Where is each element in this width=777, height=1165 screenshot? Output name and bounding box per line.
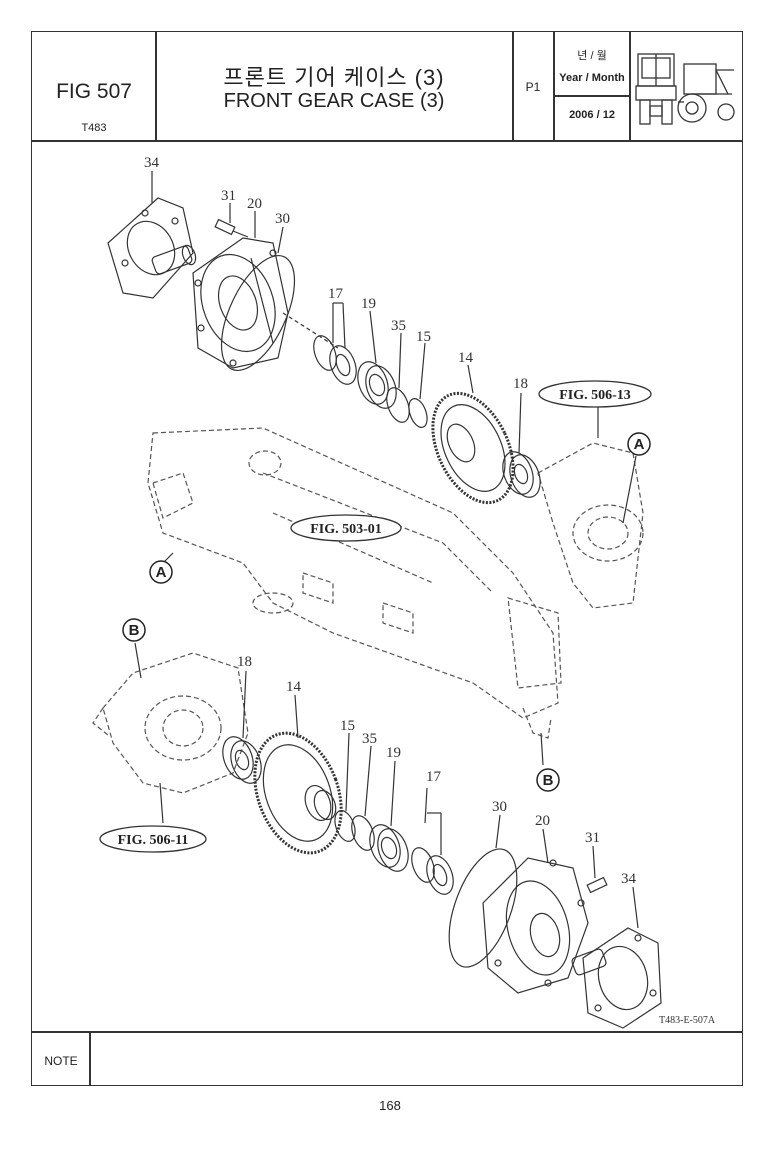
- marker-a: A: [634, 436, 645, 453]
- part-number: 17: [328, 286, 344, 302]
- part-number: 31: [585, 830, 600, 846]
- seal-17-lower: [411, 847, 454, 895]
- part-number: 20: [535, 813, 550, 829]
- part-number: 30: [275, 211, 290, 227]
- note-divider: [89, 1031, 91, 1086]
- part-number: 17: [426, 769, 442, 785]
- part-number: 35: [362, 731, 377, 747]
- page-frame: [31, 31, 743, 1086]
- bolt-31-upper: [214, 218, 249, 238]
- note-label: NOTE: [44, 1054, 78, 1068]
- snapring-15-lower: [334, 810, 356, 842]
- drawing-code: T483-E-507A: [659, 1015, 716, 1026]
- flange-34-lower: [571, 927, 662, 1029]
- part-number: 20: [247, 196, 262, 212]
- part-number: 15: [416, 329, 431, 345]
- marker-b: B: [129, 622, 140, 639]
- oring-30-upper: [220, 254, 296, 372]
- part-number: 19: [361, 296, 376, 312]
- part-number: 18: [237, 654, 252, 670]
- part-number: 34: [144, 155, 160, 171]
- oring-30-lower: [448, 848, 518, 968]
- exploded-diagram: 34 31 20 30 17 19 35 15 14 18 18 14 15 3…: [92, 155, 716, 1029]
- tractor-icon: [635, 53, 735, 125]
- part-number: 34: [621, 871, 637, 887]
- title-english: FRONT GEAR CASE (3): [223, 90, 445, 112]
- header-divider: [155, 31, 157, 141]
- part-number: 35: [391, 318, 406, 334]
- issue-date: 2006 / 12: [569, 109, 615, 121]
- cover-20-lower: [482, 857, 589, 994]
- note-top-rule: [31, 1031, 743, 1033]
- cover-20-upper: [192, 237, 289, 369]
- part-number: 14: [286, 679, 302, 695]
- page-id: P1: [525, 80, 541, 94]
- header-divider: [553, 31, 555, 141]
- header-divider: [553, 95, 630, 97]
- bearing-19-upper: [357, 361, 397, 409]
- axle-housing: [147, 427, 562, 739]
- shim-35-upper: [386, 387, 410, 423]
- bearing-18-lower: [222, 736, 262, 784]
- flange-34-upper: [107, 197, 197, 299]
- fig-ref-506-13-bubble: [538, 380, 652, 408]
- fig-ref-506-11[interactable]: FIG. 506-11: [118, 833, 189, 848]
- marker-b-circle: [122, 618, 146, 642]
- part-number: 18: [513, 376, 528, 392]
- fig-ref-503-01[interactable]: FIG. 503-01: [310, 522, 382, 537]
- seal-17-upper: [313, 335, 357, 385]
- fig-ref-503-01-bubble: [290, 514, 402, 542]
- bearing-18-upper: [502, 451, 541, 498]
- bolt-31-lower: [586, 876, 608, 894]
- header-divider: [512, 31, 514, 141]
- marker-a: A: [156, 564, 167, 581]
- model-code: T483: [81, 122, 107, 134]
- bearing-19-lower: [369, 824, 409, 872]
- fig-number: FIG 507: [56, 80, 132, 103]
- part-number: 15: [340, 718, 355, 734]
- ring-gear-14-upper: [431, 391, 515, 505]
- fig-ref-506-11-bubble: [99, 825, 207, 853]
- part-number: 30: [492, 799, 507, 815]
- marker-a-circle: [149, 560, 173, 584]
- left-housing-ref: [92, 652, 249, 794]
- year-month-english: Year / Month: [559, 72, 625, 84]
- marker-b: B: [543, 772, 554, 789]
- header-bottom-rule: [31, 140, 743, 142]
- right-housing-ref: [537, 442, 644, 609]
- marker-a-circle: [627, 432, 651, 456]
- part-number: 19: [386, 745, 401, 761]
- fig-ref-506-13[interactable]: FIG. 506-13: [559, 388, 631, 403]
- year-month-korean: 년 / 월: [577, 50, 607, 62]
- page-number: 168: [379, 1098, 401, 1113]
- header-divider: [629, 31, 631, 141]
- part-number: 31: [221, 188, 236, 204]
- part-number: 14: [458, 350, 474, 366]
- snapring-15-upper: [408, 398, 428, 428]
- marker-b-circle: [536, 768, 560, 792]
- ring-gear-14-lower: [253, 731, 343, 855]
- title-korean: 프론트 기어 케이스 (3): [223, 65, 445, 90]
